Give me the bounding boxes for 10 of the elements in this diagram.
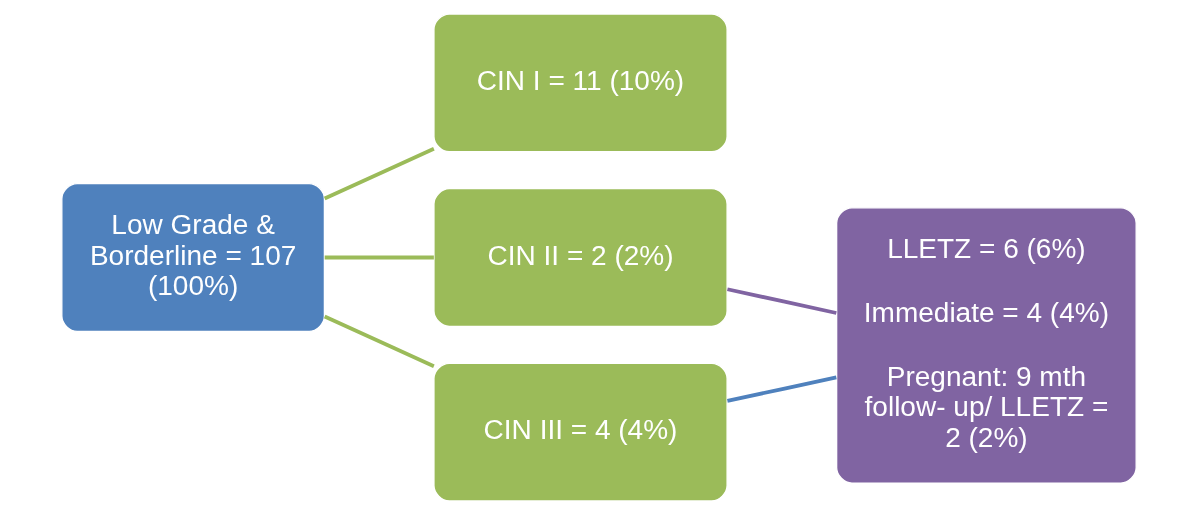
connector	[727, 286, 837, 315]
node-box: CIN II = 2 (2%)	[433, 187, 728, 327]
connector	[323, 146, 435, 200]
node-box: Low Grade & Borderline = 107 (100%)	[61, 182, 325, 332]
node-box: CIN III = 4 (4%)	[433, 362, 728, 502]
connector	[323, 314, 435, 368]
node-box: LLETZ = 6 (6%) Immediate = 4 (4%) Pregnant: 9 mth follow- up/ LLETZ = 2 (2%)	[836, 206, 1137, 484]
connector	[324, 255, 434, 259]
node-box: CIN I = 11 (10%)	[433, 12, 728, 152]
connector	[727, 375, 837, 403]
